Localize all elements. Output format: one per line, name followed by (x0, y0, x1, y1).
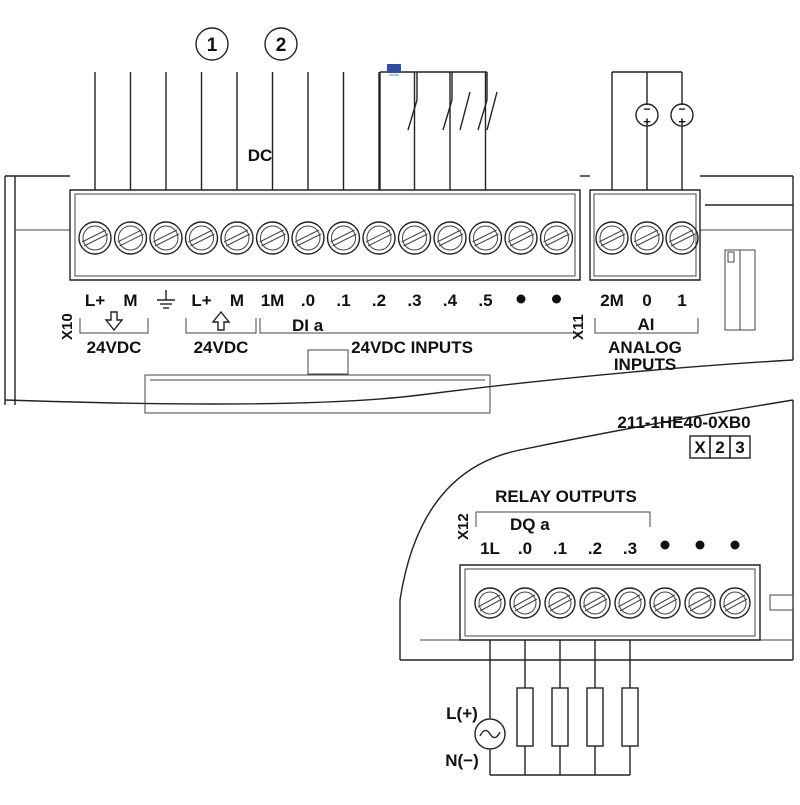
x10-terminal-label: 1M (261, 291, 285, 310)
output-wiring (489, 640, 639, 776)
x10-terminal-screw (113, 221, 148, 255)
callout-2-text: 2 (276, 35, 287, 56)
top-wires (94, 72, 487, 190)
x10-terminal-screw (539, 221, 574, 255)
di-label: DI a (292, 316, 324, 335)
x10-terminal-screw (291, 221, 325, 255)
analog-label-2: INPUTS (614, 355, 676, 374)
x10-terminal-screw (184, 221, 219, 255)
dc-source-icon: − + − + (611, 71, 694, 190)
dc-label: DC (248, 146, 273, 165)
x12-terminal-screw (509, 587, 541, 619)
svg-text:−: − (643, 102, 650, 116)
part-number: 211-1HE40-0XB0 (617, 413, 750, 432)
x10-terminal-screw (220, 221, 254, 255)
dq-label: DQ a (510, 515, 550, 534)
terminal-block-x11 (589, 189, 701, 281)
group-24vdc-output-label: 24VDC (87, 338, 142, 357)
x10-terminal-screw (326, 221, 361, 255)
svg-text:+: + (678, 114, 686, 129)
x10-terminal-screw (504, 221, 538, 255)
inputs-label: 24VDC INPUTS (351, 338, 473, 357)
group-24vdc-output: 24VDC (79, 311, 149, 357)
group-di: DI a 24VDC INPUTS (259, 316, 582, 357)
svg-text:−: − (678, 102, 685, 116)
x12-terminal-screw (614, 587, 646, 619)
x12-terminal-screw (684, 587, 716, 619)
x10-terminal-label: .4 (443, 291, 458, 310)
x12-unused-terminal-dot (660, 540, 670, 550)
analog-label-1: ANALOG (608, 338, 682, 357)
x10-terminal-label: M (230, 291, 244, 310)
callout-2: 2 (264, 27, 298, 61)
x10-terminal-label: .2 (372, 291, 386, 310)
supply-line-label: L(+) (446, 704, 478, 723)
x12-unused-terminal-dot (730, 540, 740, 550)
version-box-text: 2 (715, 438, 724, 457)
x10-terminal-label: L+ (85, 291, 105, 310)
version-box-text: 3 (735, 438, 744, 457)
x10-terminal-screw (362, 221, 396, 255)
relay-outputs-title: RELAY OUTPUTS (495, 487, 637, 506)
version-box-text: X (694, 438, 706, 457)
x10-terminal-screw (433, 221, 467, 255)
x12-connector-id: X12 (455, 513, 472, 540)
x10-unused-terminal-dot (552, 294, 561, 304)
terminal-block-x12 (459, 564, 761, 641)
module-housing (4, 175, 794, 661)
x11-terminal-screw (665, 221, 699, 255)
svg-text:+: + (643, 114, 651, 129)
x12-terminal-label: .2 (588, 539, 602, 558)
x10-terminal-screw (255, 221, 290, 255)
x12-terminal-label: .1 (553, 539, 567, 558)
x10-terminal-label: .5 (478, 291, 492, 310)
group-24vdc-input: 24VDC (185, 310, 257, 357)
supply-neutral-label: N(−) (445, 751, 479, 770)
x12-terminal-screw (474, 587, 506, 619)
x10-terminal-label: .0 (301, 291, 315, 310)
x10-terminal-labels: L+ M L+ M 1M .0 .1 .2 .3 .4 .5 (85, 291, 561, 310)
x12-terminal-screw (649, 587, 681, 619)
x12-unused-terminal-dot (695, 540, 705, 550)
x12-terminal-labels: 1L .0 .1 .2 .3 (480, 539, 740, 558)
x10-terminal-screw (468, 221, 503, 255)
x12-terminal-screw (579, 587, 611, 619)
x11-terminal-label: 1 (677, 291, 686, 310)
ground-icon (157, 290, 175, 309)
x10-terminal-label: M (123, 291, 137, 310)
x10-terminal-label: .3 (407, 291, 421, 310)
x10-terminal-screw (78, 221, 112, 255)
x12-terminal-label: .0 (518, 539, 532, 558)
x12-terminal-label: 1L (480, 539, 500, 558)
x11-terminal-label: 2M (600, 291, 624, 310)
group-24vdc-input-label: 24VDC (194, 338, 249, 357)
sensor-indicator-icon (387, 64, 401, 76)
x11-terminal-screw (595, 221, 629, 255)
callout-1: 1 (195, 27, 229, 61)
ai-label: AI (638, 315, 655, 334)
x12-terminal-screw (544, 587, 576, 619)
x11-connector-id: X11 (570, 314, 587, 340)
input-switches (380, 71, 498, 131)
x10-terminal-screw (149, 221, 183, 255)
x11-terminal-screw (630, 221, 664, 255)
x10-terminal-label: .1 (336, 291, 350, 310)
x12-terminal-screw (719, 587, 751, 619)
callout-1-text: 1 (207, 35, 218, 56)
x12-terminal-label: .3 (623, 539, 637, 558)
x10-connector-id: X10 (59, 313, 76, 340)
x10-terminal-label: L+ (191, 291, 211, 310)
x10-terminal-screw (397, 221, 432, 255)
x11-terminal-labels: 2M 0 1 (600, 291, 687, 310)
terminal-block-x10 (69, 189, 581, 281)
ac-source-icon (474, 718, 506, 750)
x10-unused-terminal-dot (516, 294, 526, 304)
version-box (729, 435, 751, 459)
x11-terminal-label: 0 (642, 291, 651, 310)
